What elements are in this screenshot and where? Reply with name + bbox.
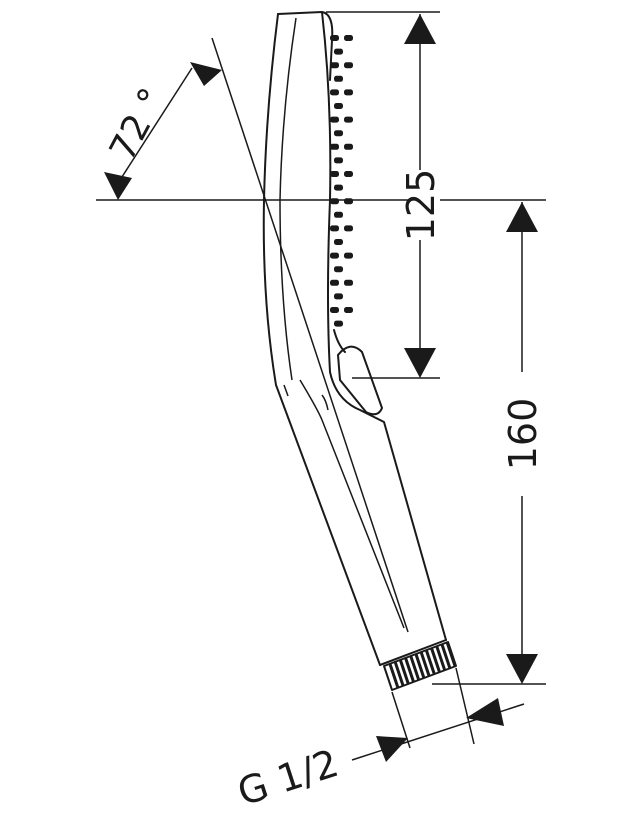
thread-ridge: [393, 661, 405, 687]
spray-nozzle: [344, 62, 353, 69]
thread-ridge: [440, 644, 452, 669]
spray-nozzle: [344, 225, 353, 232]
spray-nozzle: [344, 252, 353, 259]
dim-160-arrow-top: [506, 202, 538, 232]
mode-selector-inner: [333, 329, 346, 353]
spray-nozzle: [330, 252, 339, 259]
spray-nozzle: [330, 89, 339, 96]
spray-nozzle: [330, 35, 339, 41]
thread-ridge: [419, 651, 431, 677]
spray-nozzle: [344, 279, 353, 286]
dimension-thread: G 1/2: [232, 667, 525, 813]
shower-left-contour: [277, 11, 334, 81]
spray-nozzle: [334, 266, 343, 273]
thread-ridge: [430, 647, 442, 673]
thread-ridge: [424, 649, 436, 675]
thread-ext-right: [455, 667, 475, 745]
hand-shower-outline: [262, 11, 447, 666]
thread-arrow-left: [376, 736, 408, 762]
spray-nozzle: [330, 116, 339, 123]
spray-nozzle: [344, 171, 353, 177]
angle-dimension: 72 °: [96, 37, 410, 633]
shower-head-right-edge: [321, 11, 447, 641]
spray-nozzle: [344, 143, 353, 150]
spray-nozzle: [344, 198, 353, 205]
thread-ridge: [388, 663, 400, 689]
thread-ridge: [409, 655, 421, 681]
thread-ridge: [404, 657, 416, 683]
axis-line-tilted: [211, 37, 409, 633]
thread-ridge: [445, 642, 457, 668]
dimension-125: 125: [326, 11, 443, 379]
dim-125-label: 125: [399, 169, 443, 242]
spray-nozzle: [330, 171, 339, 177]
spray-nozzle: [334, 103, 343, 109]
handle-tick-right: [321, 394, 329, 411]
spray-nozzle: [334, 239, 343, 245]
dimension-160: 160: [432, 199, 546, 685]
spray-nozzle: [344, 35, 353, 41]
thread-ridge: [398, 659, 410, 685]
spray-nozzle: [344, 89, 353, 96]
spray-nozzle: [344, 116, 353, 123]
spray-nozzle: [330, 62, 339, 69]
spray-nozzle: [334, 184, 343, 191]
shower-face-inner-line: [279, 17, 297, 381]
spray-nozzle: [330, 279, 339, 286]
shower-head-left-edge: [262, 13, 381, 666]
spray-nozzle: [334, 211, 343, 218]
spray-nozzle: [334, 48, 343, 55]
spray-nozzle: [330, 143, 339, 150]
handle-inner-line: [299, 379, 405, 629]
handle-tick-left: [283, 384, 289, 397]
angle-label: 72 °: [102, 82, 174, 168]
angle-arc-line: [119, 67, 193, 181]
dim-125-arrow-bottom: [404, 348, 436, 378]
thread-ridge: [414, 653, 426, 679]
spray-nozzle: [334, 293, 343, 300]
dim-160-label: 160: [501, 398, 545, 471]
spray-nozzle: [344, 307, 353, 313]
connection-thread: [383, 641, 457, 691]
spray-nozzle: [334, 75, 343, 82]
spray-nozzle: [330, 225, 339, 232]
spray-nozzle: [334, 157, 343, 164]
thread-ridge: [435, 645, 447, 671]
spray-nozzle: [330, 307, 339, 313]
dim-125-arrow-top: [404, 14, 436, 44]
spray-nozzle: [334, 320, 343, 327]
handle-bottom-edge: [379, 639, 447, 666]
angle-arrow-bottom: [104, 172, 132, 200]
dim-160-arrow-bottom: [506, 654, 538, 684]
spray-nozzle: [334, 130, 343, 137]
spray-nozzle-pattern: [330, 35, 353, 327]
mode-selector-button: [337, 345, 383, 416]
spray-nozzle: [330, 198, 339, 205]
angle-arrow-top: [190, 62, 222, 86]
thread-arrow-right: [466, 698, 504, 726]
thread-hatching: [388, 642, 457, 689]
thread-label: G 1/2: [232, 741, 343, 813]
